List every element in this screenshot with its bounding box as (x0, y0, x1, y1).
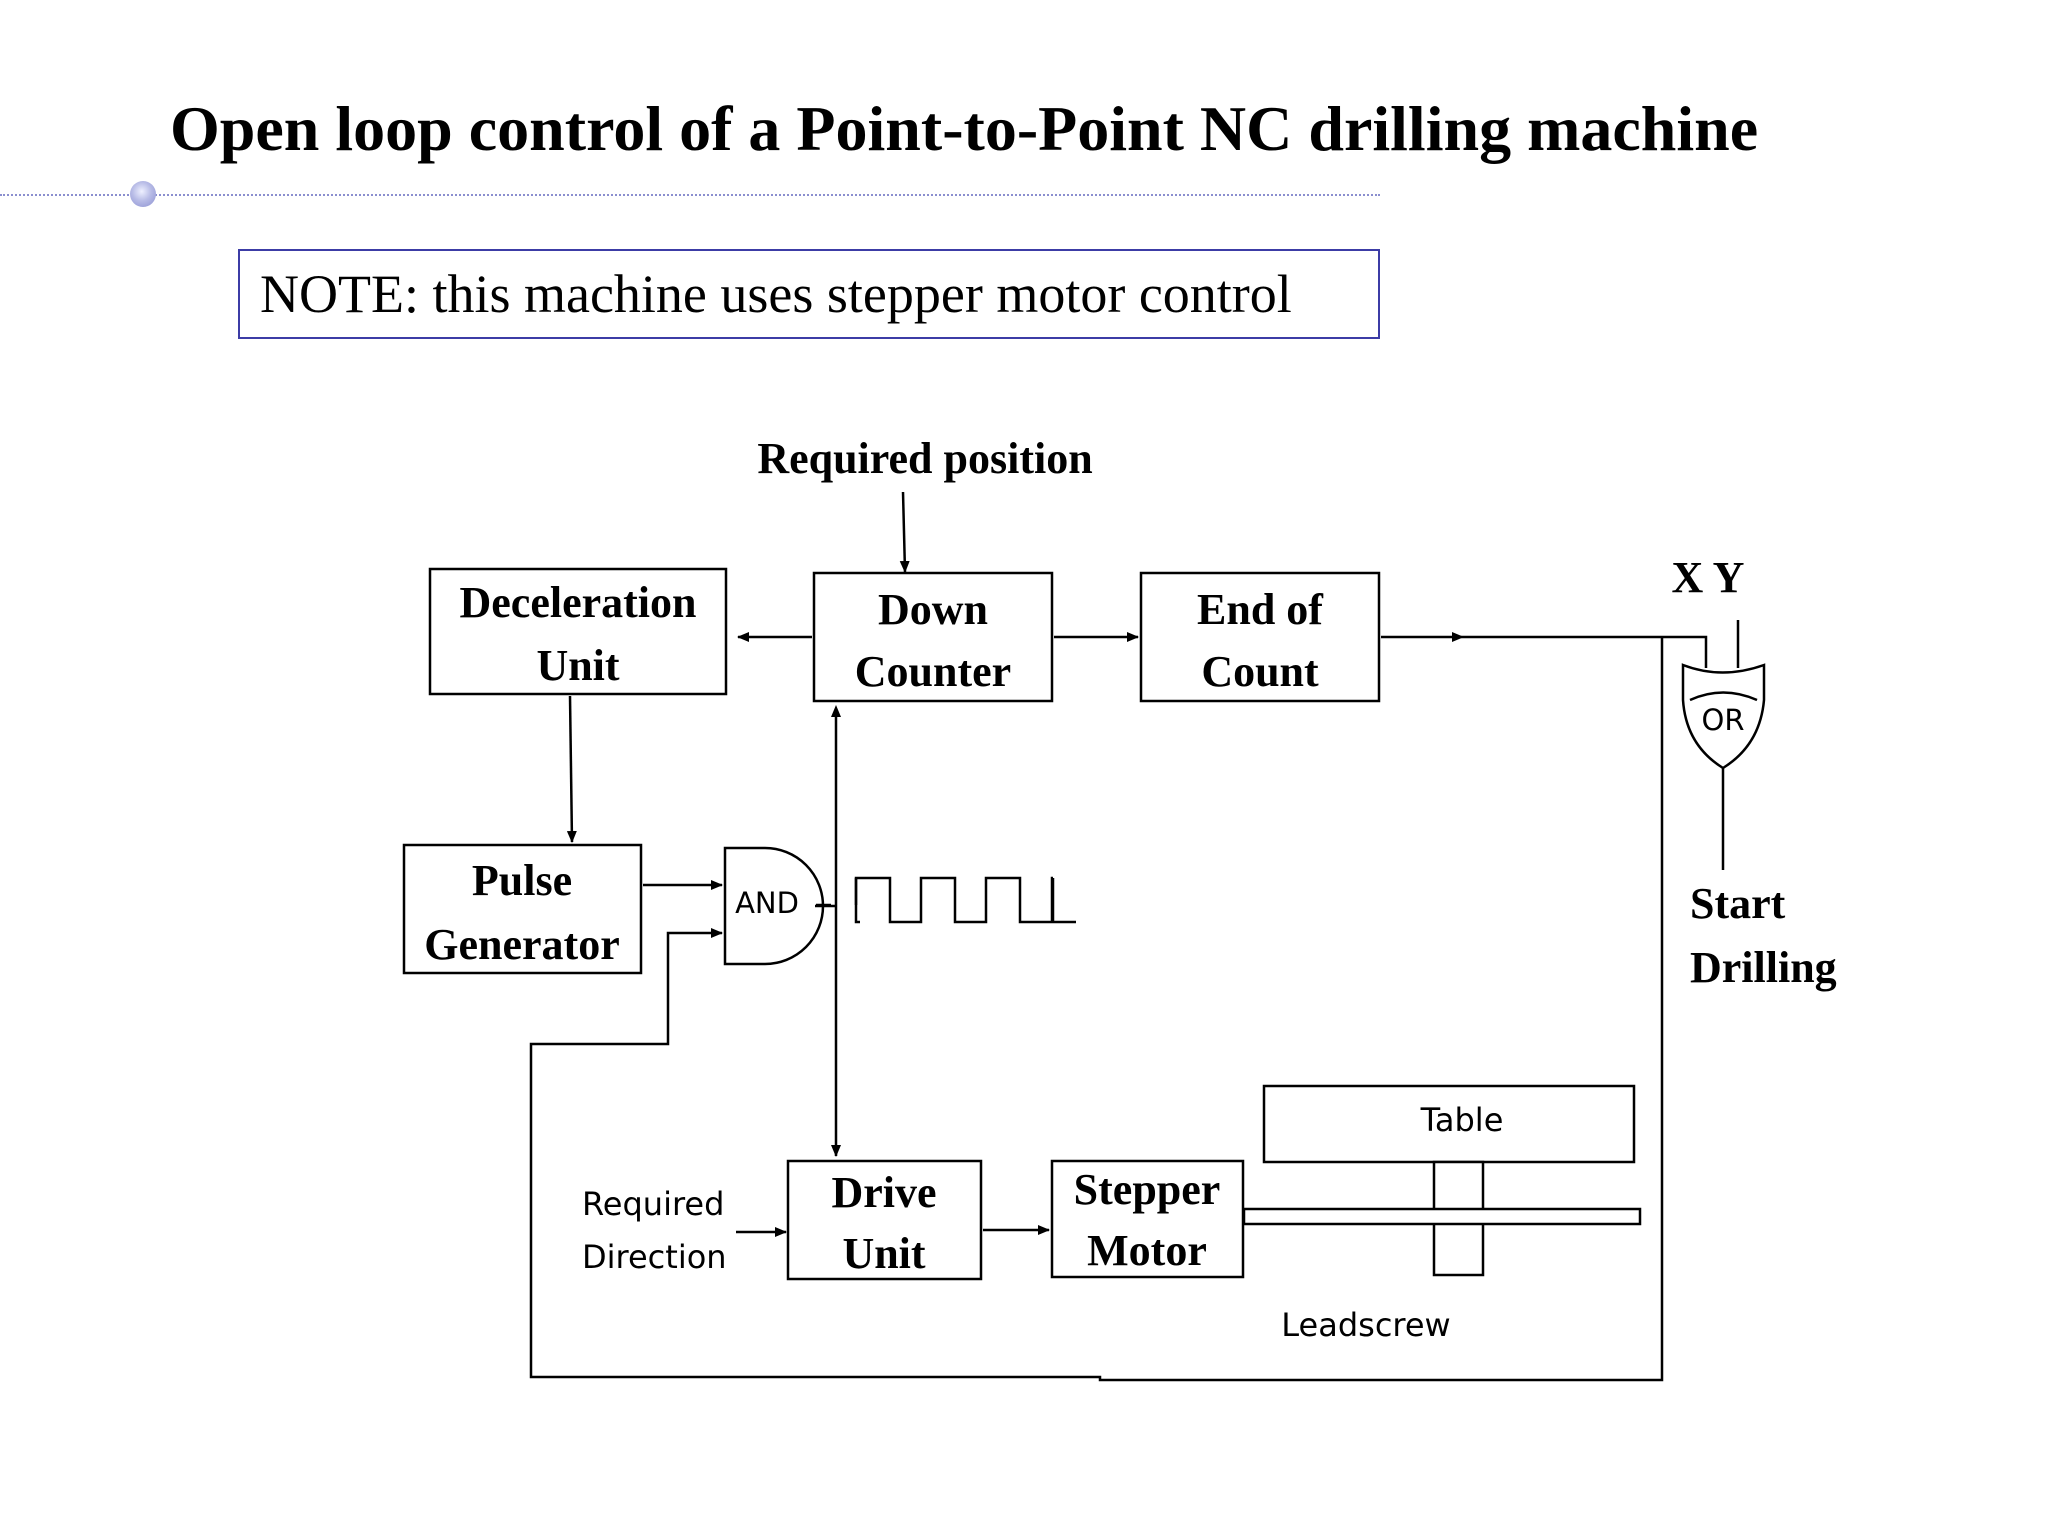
feedback-loop-wire (529, 637, 1664, 1382)
down-counter-block: Down Counter (812, 571, 1054, 703)
and-gate-label: AND (735, 886, 799, 920)
end-of-count-label-1: End of (1197, 585, 1324, 634)
start-drilling-label-1: Start (1690, 879, 1786, 928)
deceleration-unit-label-1: Deceleration (460, 578, 697, 627)
drive-unit-label-2: Unit (842, 1229, 925, 1278)
deceleration-unit-block: Deceleration Unit (428, 567, 728, 696)
pulse-train-start (854, 878, 860, 924)
page-title: Open loop control of a Point-to-Point NC… (170, 93, 1759, 164)
table-block: Table (1262, 1084, 1636, 1164)
pulse-generator-block: Pulse Generator (402, 843, 643, 975)
stepper-motor-label-1: Stepper (1074, 1165, 1221, 1214)
xy-label: X Y (1672, 553, 1745, 602)
stepper-motor-block: Stepper Motor (1050, 1159, 1245, 1279)
end-of-count-block: End of Count (1139, 571, 1381, 703)
or-gate: OR (1681, 663, 1766, 770)
drive-unit-label-1: Drive (831, 1168, 936, 1217)
required-position-label: Required position (757, 434, 1092, 483)
pulse-generator-label-2: Generator (424, 920, 619, 969)
note-box: NOTE: this machine uses stepper motor co… (238, 249, 1380, 339)
stepper-motor-label-2: Motor (1087, 1226, 1207, 1275)
start-drilling-label-2: Drilling (1690, 943, 1837, 992)
drive-unit-block: Drive Unit (786, 1159, 983, 1281)
end-of-count-label-2: Count (1201, 647, 1319, 696)
required-direction-label-1: Required (582, 1185, 724, 1223)
required-direction-label-2: Direction (582, 1238, 727, 1276)
leadscrew-label: Leadscrew (1281, 1306, 1450, 1344)
endofcount-to-or-wire (1463, 635, 1708, 668)
pulse-generator-label-1: Pulse (472, 856, 572, 905)
down-counter-label-1: Down (878, 585, 988, 634)
leadscrew-shaft (1242, 1207, 1642, 1226)
or-gate-label: OR (1702, 703, 1745, 737)
deceleration-to-pulse-arrow (566, 695, 577, 843)
table-label: Table (1420, 1101, 1504, 1139)
and-gate: AND (723, 846, 825, 966)
title-divider (0, 194, 1380, 196)
deceleration-unit-label-2: Unit (536, 641, 619, 690)
down-counter-label-2: Counter (855, 647, 1011, 696)
divider-bullet-icon (130, 181, 156, 207)
required-position-arrow (899, 491, 910, 573)
